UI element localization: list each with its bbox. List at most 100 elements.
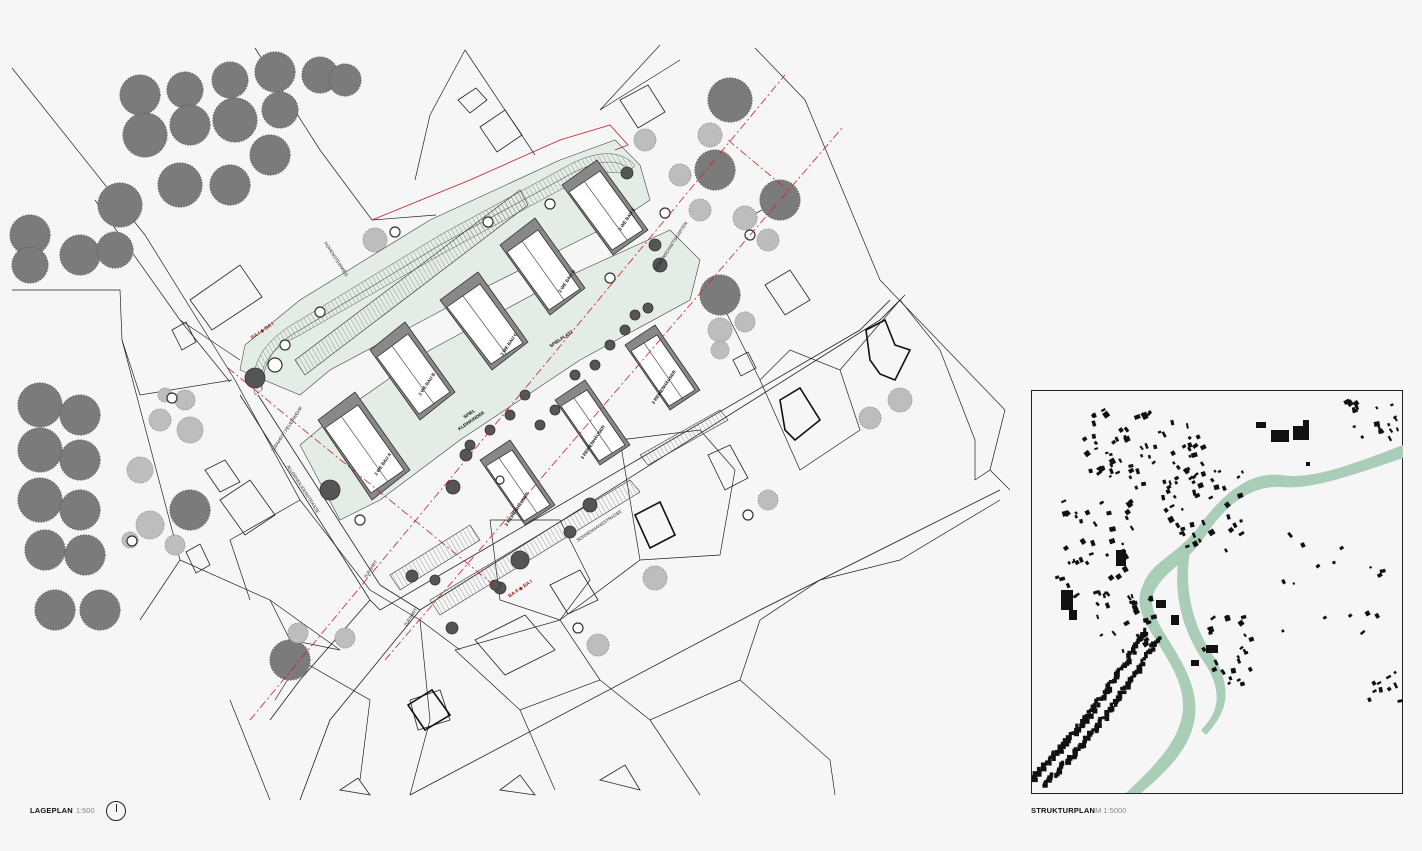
settlement-building (1238, 530, 1245, 537)
settlement-building (1163, 507, 1169, 514)
oldtown-building (1065, 735, 1071, 740)
settlement-building (1079, 518, 1084, 524)
oldtown-building (1080, 719, 1085, 724)
settlement-building (1108, 468, 1114, 475)
oldtown-building (1115, 675, 1120, 680)
settlement-building (1346, 399, 1354, 408)
settlement-building (1192, 489, 1197, 496)
lageplan-scale: 1:500 (75, 806, 95, 815)
oldtown-building (1121, 690, 1127, 695)
settlement-building (1374, 612, 1381, 619)
settlement-building (1123, 426, 1130, 433)
settlement-building (1105, 552, 1110, 558)
oldtown-building (1051, 750, 1055, 757)
settlement-building (1197, 482, 1205, 489)
settlement-building (1213, 484, 1220, 491)
oldtown-building (1090, 730, 1094, 735)
settlement-building (1191, 532, 1197, 539)
settlement-building (1236, 492, 1244, 499)
settlement-building (1225, 614, 1230, 621)
oldtown-building (1134, 669, 1138, 675)
oldtown-building (1101, 716, 1108, 720)
oldtown-building (1088, 708, 1095, 712)
oldtown-building (1127, 677, 1134, 683)
settlement-building (1065, 582, 1071, 589)
settlement-building (1223, 501, 1231, 509)
settlement-building (1118, 458, 1123, 464)
settlement-building (1375, 406, 1379, 410)
settlement-building (1169, 503, 1175, 509)
settlement-building (1390, 403, 1394, 407)
settlement-building (1387, 435, 1393, 442)
settlement-building (1220, 668, 1226, 676)
settlement-building (1093, 440, 1099, 446)
settlement-building (1142, 640, 1150, 648)
settlement-building (1124, 508, 1131, 516)
oldtown-building (1082, 742, 1087, 749)
oldtown-building (1032, 777, 1038, 783)
settlement-building (1372, 689, 1378, 694)
river (1126, 445, 1403, 793)
settlement-building (1236, 475, 1241, 479)
settlement-building (1352, 425, 1357, 429)
settlement-building (1170, 419, 1175, 426)
settlement-building (1119, 548, 1126, 554)
building-bau-b (369, 321, 456, 421)
settlement-building (1096, 614, 1100, 620)
settlement-building (1179, 530, 1185, 536)
settlement-building (1183, 468, 1190, 475)
settlement-building (1121, 542, 1125, 546)
building-bau-e (561, 159, 649, 256)
oldtown-building (1144, 652, 1148, 657)
label-zufahrt-2: ZUFAHRT (403, 607, 419, 627)
embankment-hatch (253, 153, 636, 396)
settlement-building (1188, 454, 1192, 458)
settlement-building (1227, 526, 1235, 534)
settlement-building (1054, 575, 1060, 580)
settlement-building (1140, 481, 1147, 487)
settlement-building (1102, 593, 1106, 599)
oldtown-building (1071, 731, 1077, 735)
settlement-building (1339, 545, 1345, 551)
new-buildings (317, 159, 701, 526)
settlement-building (1347, 613, 1353, 618)
river-branch (1177, 545, 1226, 735)
settlement-building (1173, 475, 1180, 481)
oldtown-building (1145, 631, 1149, 636)
oldtown-building (1098, 722, 1102, 728)
settlement-building (1148, 595, 1154, 602)
settlement-building (1167, 515, 1175, 524)
oldtown-building (1096, 702, 1101, 708)
settlement-building (1114, 436, 1120, 443)
settlement-building (1109, 526, 1116, 532)
settlement-building (1199, 444, 1207, 451)
settlement-building (1104, 602, 1111, 609)
settlement-building (1210, 615, 1216, 621)
settlement-building (1228, 676, 1233, 681)
settlement-building (1240, 470, 1244, 474)
settlement-building (1099, 500, 1105, 506)
settlement-building (1105, 591, 1111, 597)
oldtown-building (1045, 760, 1051, 765)
project-trees (126, 198, 756, 634)
oldtown-building (1068, 732, 1074, 736)
settlement-building (1379, 568, 1386, 574)
settlement-building (1126, 595, 1132, 601)
oldtown-building (1067, 755, 1072, 759)
settlement-building (1194, 472, 1199, 477)
settlement-building (1373, 421, 1381, 427)
oldtown-building (1088, 713, 1094, 719)
oldtown-building (1074, 730, 1079, 737)
roads (239, 294, 1001, 800)
label-spielplatz-2: SPIEL (462, 408, 476, 420)
settlement-building (1111, 439, 1117, 445)
strukturplan-caption: STRUKTURPLANM 1:5000 (1031, 806, 1126, 815)
oldtown-building (1117, 690, 1122, 696)
site-plan-drawing: 3 WE BAU A 3 WE BAU B 3 WE BAU C 3 WE BA… (9, 44, 1010, 800)
oldtown-building (1083, 738, 1087, 742)
settlement-building (1062, 595, 1068, 602)
settlement-building (1248, 636, 1255, 643)
settlement-building (1161, 494, 1166, 501)
oldtown-building (1084, 714, 1090, 719)
settlement-building (1166, 484, 1172, 490)
